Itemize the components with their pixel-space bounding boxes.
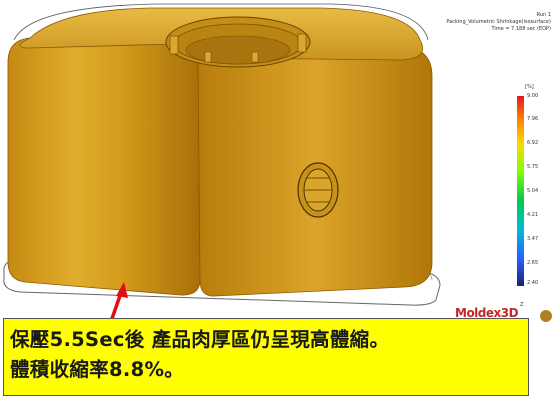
caption-line-2: 體積收縮率8.8%。	[10, 358, 185, 381]
legend-tick: 5.04	[527, 188, 539, 194]
axis-marker: Z	[520, 302, 524, 308]
legend-tick: 9.00	[527, 93, 539, 99]
run-label: Run 1	[536, 12, 551, 18]
color-legend: [%] 9.00 7.96 6.92 5.75 5.04 4.21 3.47 2…	[505, 80, 551, 295]
moldex-logo-icon	[540, 310, 552, 322]
legend-color-bar	[517, 96, 524, 286]
legend-tick: 4.21	[527, 212, 539, 218]
caption-line-1: 保壓5.5Sec後 產品肉厚區仍呈現高體縮。	[10, 328, 390, 351]
run-info: Run 1 Packing_Volumetric Shrinkage(isosu…	[446, 12, 551, 33]
moldex3d-logo: Moldex3D	[455, 306, 519, 320]
annotation-caption: 保壓5.5Sec後 產品肉厚區仍呈現高體縮。 體積收縮率8.8%。	[3, 318, 529, 396]
legend-tick: 5.75	[527, 164, 539, 170]
front-face	[7, 29, 201, 296]
legend-tick: 2.65	[527, 260, 539, 266]
legend-tick: 6.92	[527, 140, 539, 146]
legend-tick: 3.47	[527, 236, 539, 242]
result-label: Packing_Volumetric Shrinkage(isosurface)	[446, 19, 551, 25]
legend-tick: 2.40	[527, 280, 539, 286]
time-label: Time = 7.188 sec (EOP)	[491, 26, 551, 32]
legend-tick: 7.96	[527, 116, 539, 122]
legend-unit: [%]	[525, 84, 534, 90]
